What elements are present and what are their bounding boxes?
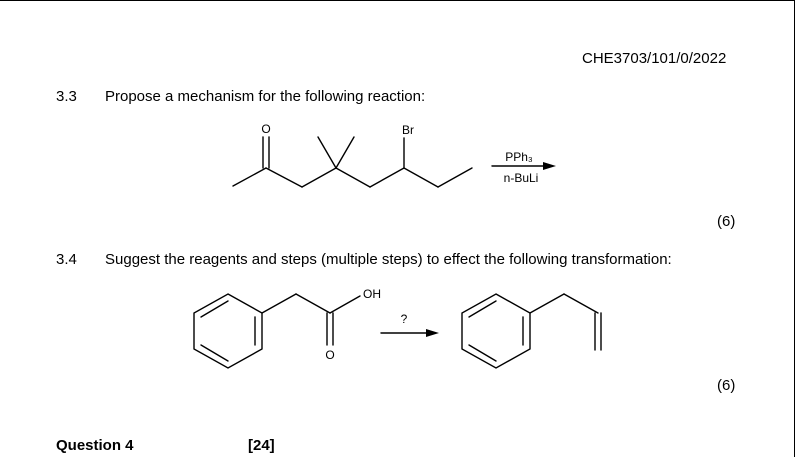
question-4-total-marks: [24] [248, 437, 275, 454]
bromine-label: Br [402, 123, 414, 137]
question-3-3-marks: (6) [717, 213, 736, 230]
ketone-oxygen-label: O [261, 122, 270, 136]
question-3-3-number: 3.3 [56, 88, 77, 105]
question-3-4-number: 3.4 [56, 251, 77, 268]
reagent-ppph3-label: PPh₃ [505, 150, 533, 164]
hydroxyl-label: OH [363, 287, 381, 301]
unknown-reagent-label: ? [401, 312, 408, 326]
question-3-4-marks: (6) [717, 377, 736, 394]
question-3-4-prompt: Suggest the reagents and steps (multiple… [105, 251, 672, 268]
carbonyl-oxygen-label: O [325, 348, 334, 362]
question-4-heading: Question 4 [56, 437, 134, 454]
question-3-3-prompt: Propose a mechanism for the following re… [105, 88, 426, 105]
reagent-nbuli-label: n-BuLi [504, 171, 539, 185]
document-code: CHE3703/101/0/2022 [582, 50, 727, 67]
